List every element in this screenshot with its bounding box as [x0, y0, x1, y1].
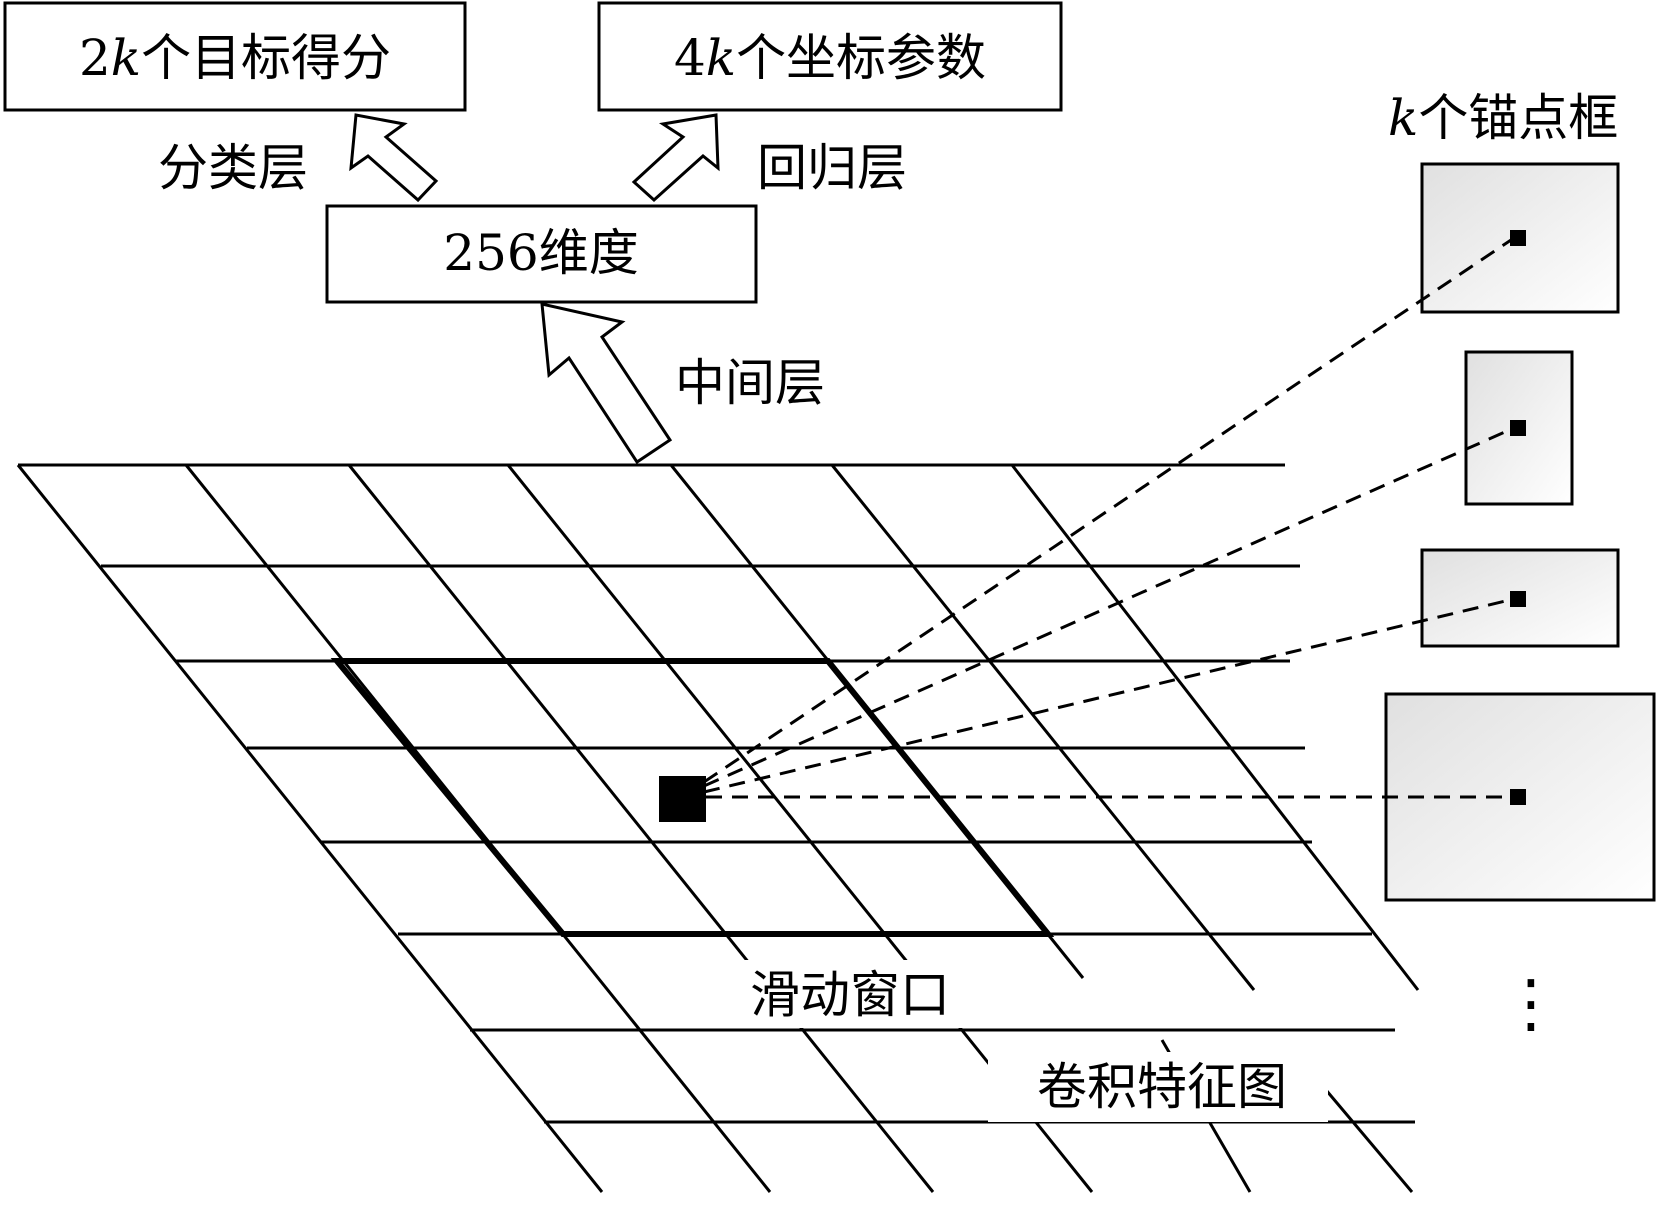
- anchor-connector: [703, 426, 1515, 788]
- anchor-suffix: 个锚点框: [1418, 89, 1618, 147]
- regression-label: 回归层: [757, 139, 907, 197]
- coords-prefix: 4: [674, 29, 706, 87]
- feature-map-label-bg: [988, 1052, 1328, 1122]
- anchor-center: [1510, 591, 1526, 607]
- coords-var: k: [706, 29, 736, 87]
- intermediate-arrow: [540, 302, 673, 465]
- dim-box: 256维度: [325, 204, 758, 304]
- sliding-window-center: [659, 776, 706, 822]
- ellipsis-icon: ⋮: [1499, 967, 1563, 1041]
- anchor-center: [1510, 789, 1526, 805]
- grid-col-line: [347, 464, 935, 1193]
- regression-arrow: [631, 113, 720, 203]
- scores-var: k: [111, 29, 141, 87]
- anchor-title: k个锚点框: [1388, 89, 1618, 147]
- scores-suffix: 个目标得分: [141, 29, 391, 87]
- anchor-connector: [703, 597, 1515, 794]
- grid-col-line: [1010, 464, 1420, 991]
- intermediate-label: 中间层: [675, 354, 825, 412]
- classification-arrow: [349, 113, 439, 203]
- grid-col-line: [16, 464, 604, 1193]
- coords-suffix: 个坐标参数: [736, 29, 986, 87]
- anchor-center: [1510, 420, 1526, 436]
- grid-col-line: [830, 464, 1256, 991]
- sliding-window-label: 滑动窗口: [750, 966, 950, 1024]
- scores-prefix: 2: [79, 29, 111, 87]
- anchor-connector: [703, 236, 1515, 784]
- sliding-window-label-bg: [728, 960, 972, 1028]
- coords-box: 4k个坐标参数: [597, 1, 1063, 112]
- grid-col-line: [1324, 1089, 1414, 1193]
- anchor-boxes: [1384, 162, 1656, 902]
- anchor-connectors: [703, 236, 1515, 799]
- anchor-center: [1510, 230, 1526, 246]
- feature-map-label: 卷积特征图: [1037, 1058, 1287, 1116]
- dim-text: 256维度: [443, 224, 638, 282]
- feature-map-grid: [16, 463, 1420, 1193]
- sliding-window-outline: [330, 658, 1055, 937]
- scores-box: 2k个目标得分: [3, 1, 467, 112]
- anchor-var: k: [1388, 89, 1418, 147]
- svg-text:4k个坐标参数: 4k个坐标参数: [674, 29, 986, 87]
- classification-label: 分类层: [158, 139, 308, 197]
- svg-text:2k个目标得分: 2k个目标得分: [79, 29, 391, 87]
